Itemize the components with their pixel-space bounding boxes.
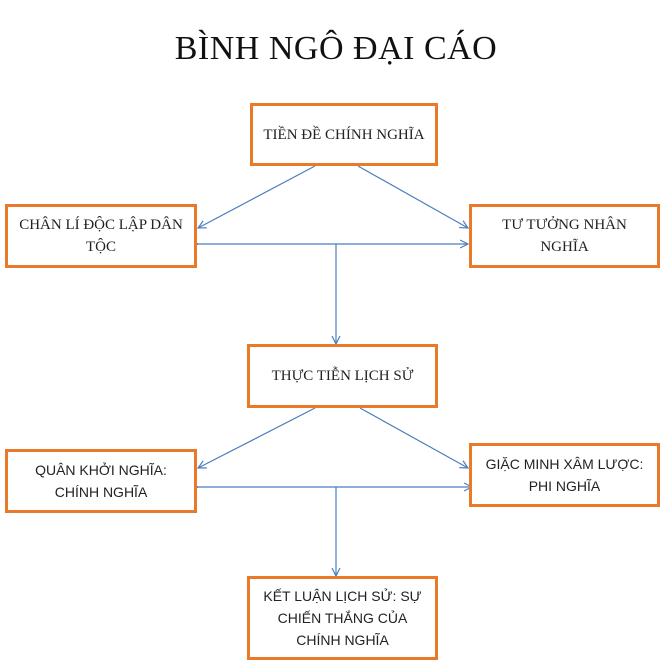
arrow-thuctien-to-quan — [198, 407, 316, 468]
arrow-thuctien-to-giac — [359, 407, 468, 468]
diagram-title: BÌNH NGÔ ĐẠI CÁO — [174, 30, 498, 67]
node-quan-khoi-nghia: QUÂN KHỞI NGHĨA: CHÍNH NGHĨA — [5, 449, 197, 513]
node-tien-de-chinh-nghia: TIỀN ĐỀ CHÍNH NGHĨA — [250, 103, 438, 166]
node-ket-luan-lich-su: KẾT LUẬN LỊCH SỬ: SỰ CHIẾN THẮNG CỦA CHÍ… — [247, 576, 438, 660]
node-thuc-tien-lich-su: THỰC TIỄN LỊCH SỬ — [247, 344, 438, 408]
arrow-tiende-to-chanli — [198, 165, 316, 228]
node-tu-tuong-nhan-nghia: TƯ TƯỞNG NHÂN NGHĨA — [469, 204, 660, 268]
node-giac-minh-xam-luoc: GIẶC MINH XÂM LƯỢC: PHI NGHĨA — [469, 443, 660, 507]
node-chan-li-doc-lap-dan-toc: CHÂN LÍ ĐỘC LẬP DÂN TỘC — [5, 204, 197, 268]
arrow-tiende-to-tutuong — [357, 165, 468, 228]
